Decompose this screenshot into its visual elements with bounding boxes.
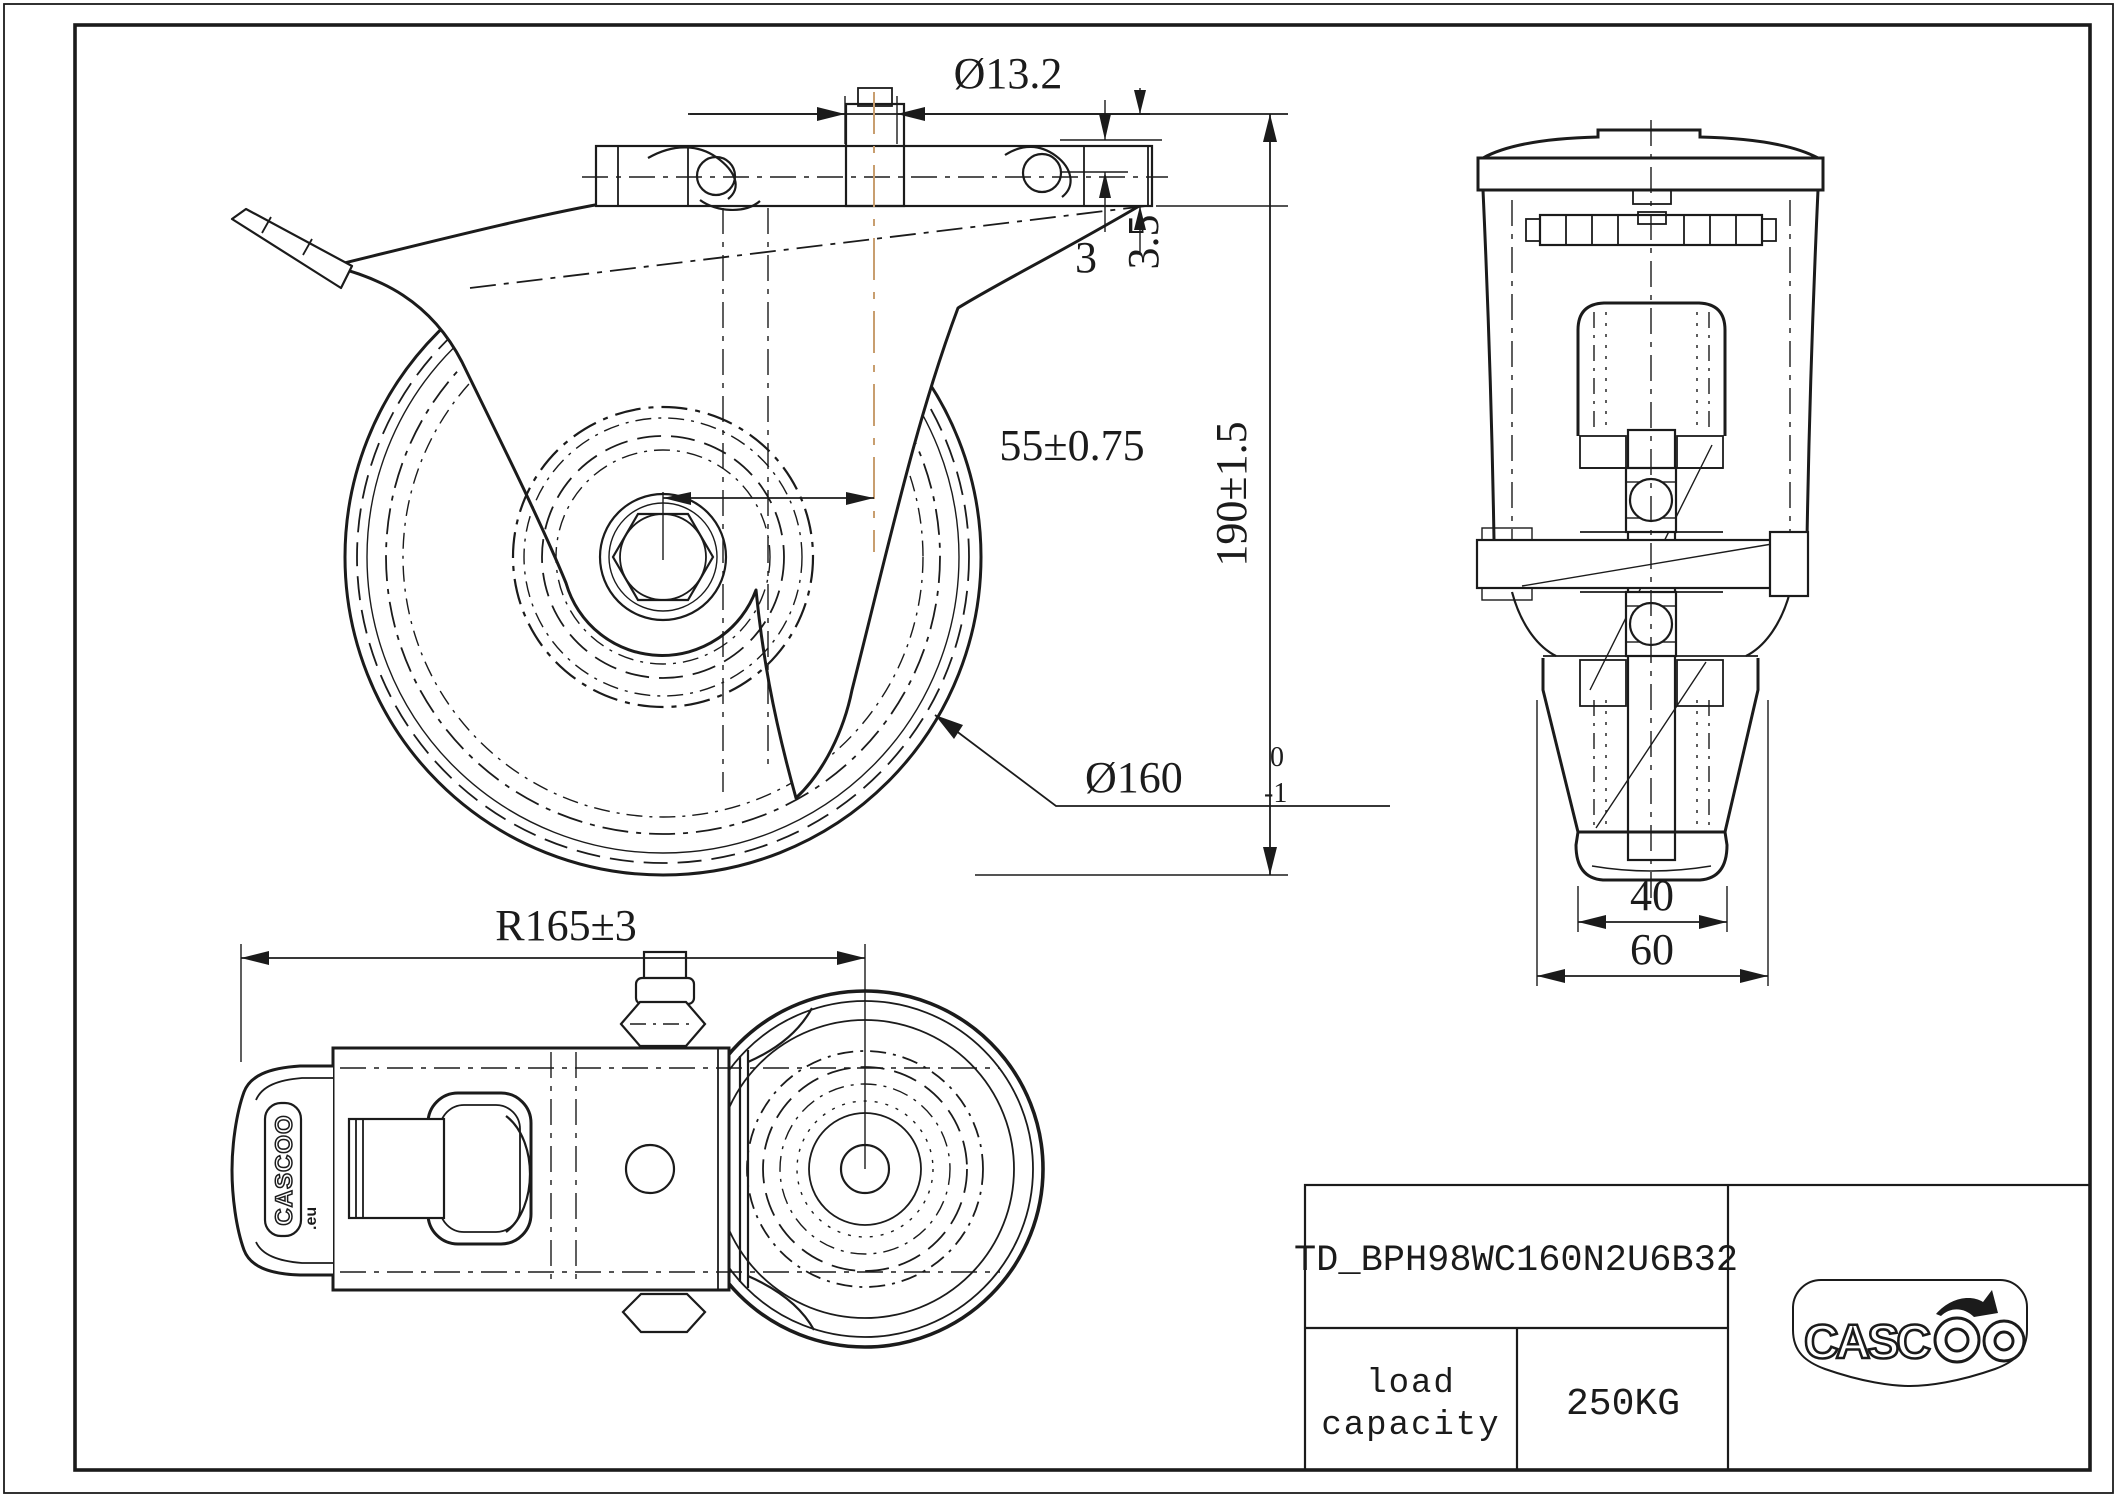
dim-gap-label: 3	[1075, 233, 1097, 282]
logo-wheel-icon	[1933, 1316, 1981, 1364]
title-block: TD_BPH98WC160N2U6B32 load capacity 250KG…	[1294, 1183, 2092, 1472]
top-plate-section	[582, 87, 1288, 211]
load-capacity-value: 250KG	[1566, 1383, 1680, 1426]
brake-pedal: CASCOO .eu	[230, 1064, 333, 1277]
dim-hole-dia-label: Ø13.2	[954, 49, 1063, 98]
load-capacity-label-2: capacity	[1321, 1407, 1500, 1445]
axle-nut-bottom	[621, 1292, 707, 1334]
logo-text: CASC	[1804, 1316, 1930, 1369]
dim-offset-label: 55±0.75	[999, 421, 1144, 470]
inner-border	[73, 23, 2092, 1472]
outer-border	[3, 3, 2114, 1494]
load-capacity-label-1: load	[1366, 1365, 1456, 1403]
dim-wheel-dia-lower: -1	[1264, 778, 1287, 809]
pedal-brand-suffix: .eu	[303, 1207, 320, 1230]
dim-height-label: 190±1.5	[1207, 421, 1256, 566]
company-logo: CASC O	[1792, 1279, 2028, 1388]
dim-offset: 55±0.75	[663, 421, 1145, 505]
swivel-fork	[330, 200, 1148, 800]
logo-arrow-icon	[1936, 1290, 1998, 1317]
dim-plate-thickness: 3 3.5	[1060, 88, 1288, 282]
pedal-brand-text: CASCOO	[271, 1114, 298, 1225]
part-number: TD_BPH98WC160N2U6B32	[1294, 1240, 1738, 1282]
dim-hub-width: 40	[1577, 871, 1728, 932]
kingpin-nut	[619, 950, 707, 1048]
dim-hub-width-label: 40	[1630, 871, 1674, 920]
dim-wheel-dia-upper: 0	[1270, 742, 1284, 773]
dim-wheel-dia: Ø160 0 -1	[934, 714, 1390, 809]
dim-hole-dia: Ø13.2	[690, 49, 1150, 144]
bearing-ball-right	[1021, 152, 1063, 194]
dim-swivel-radius: R165±3	[240, 901, 866, 1169]
dim-swivel-radius-label: R165±3	[495, 901, 637, 950]
pedal-logo-badge	[263, 1101, 303, 1238]
wheel-tread-side	[1574, 830, 1729, 882]
bolt-hole	[624, 1143, 676, 1195]
brake-lever	[230, 207, 354, 290]
dim-wheel-dia-label: Ø160	[1085, 753, 1183, 802]
brake-pad-assembly	[347, 1091, 533, 1246]
drawing-frame	[3, 3, 2114, 1494]
top-view: CASCOO .eu R165±3	[230, 901, 1045, 1349]
front-view: Ø13.2 3 3.5 55±0.75 190±1.5	[230, 49, 1390, 877]
bearing-ball-left	[695, 155, 737, 197]
dim-overall-width-label: 60	[1630, 925, 1674, 974]
side-section-view: 40 60	[1475, 120, 1825, 986]
axle-section	[1475, 527, 1810, 601]
dim-overall-width: 60	[1536, 700, 1769, 986]
dim-plate-label: 3.5	[1119, 215, 1168, 270]
dim-height: 190±1.5	[975, 114, 1288, 876]
